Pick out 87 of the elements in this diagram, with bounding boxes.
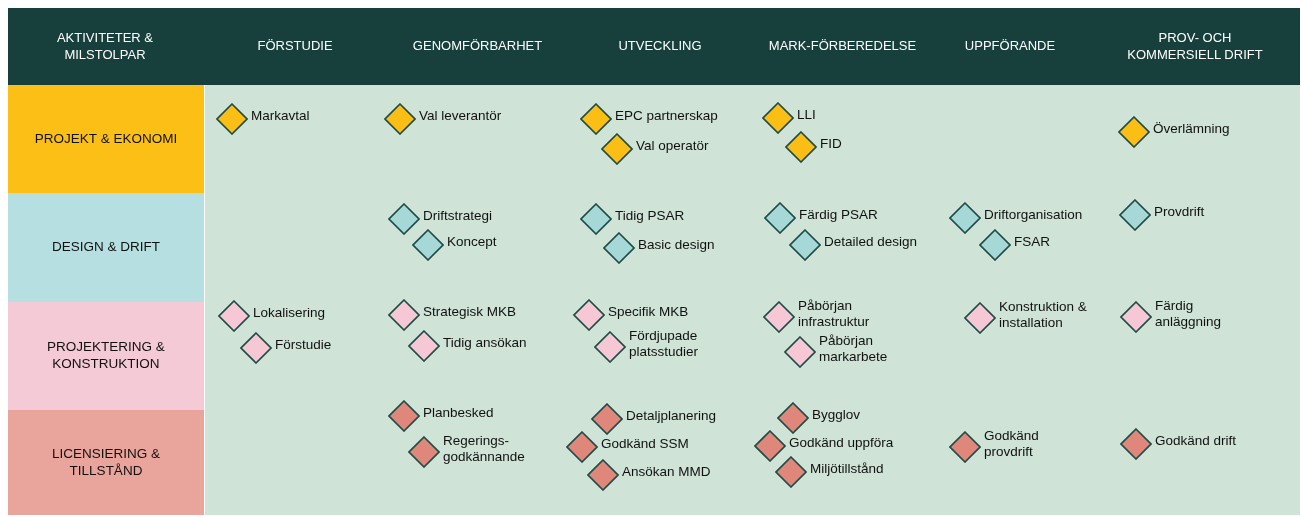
milestone-label: Driftstrategi xyxy=(423,208,493,224)
milestone-diamond xyxy=(754,430,786,462)
milestone-label: Godkänd SSM xyxy=(601,436,689,452)
milestone-label: Godkänd provdrift xyxy=(984,428,1040,460)
milestone-label: Regerings- godkännande xyxy=(443,433,526,465)
milestone-diamond xyxy=(580,203,612,235)
milestone-label: Koncept xyxy=(447,234,497,250)
milestone-label: Påbörjan markarbete xyxy=(819,333,889,365)
milestone-label: Detaljplanering xyxy=(626,408,717,424)
milestone-diamond xyxy=(784,336,816,368)
milestone-diamond xyxy=(764,202,796,234)
milestone-diamond xyxy=(601,133,633,165)
milestone-label: Detailed design xyxy=(824,234,918,250)
milestone-label: Påbörjan infrastruktur xyxy=(798,298,871,330)
milestone-label: Provdrift xyxy=(1154,204,1205,220)
milestone-label: Strategisk MKB xyxy=(423,304,517,320)
milestone-diamond xyxy=(388,299,420,331)
milestone-diamond xyxy=(591,403,623,435)
column-header: UPPFÖRANDE xyxy=(963,37,1057,56)
milestone-label: Förstudie xyxy=(275,337,332,353)
row-header xyxy=(8,302,204,410)
column-header: GENOMFÖRBARHET xyxy=(411,37,544,56)
column-header: UTVECKLING xyxy=(617,37,703,56)
milestone-diamond xyxy=(1120,301,1152,333)
milestone-label: Val operatör xyxy=(636,138,709,154)
milestone-label: Specifik MKB xyxy=(608,304,689,320)
milestone-diamond xyxy=(762,102,794,134)
milestone-label: Tidig ansökan xyxy=(443,335,527,351)
milestone-diamond xyxy=(412,229,444,261)
milestone-label: Markavtal xyxy=(251,108,310,124)
milestone-label: LLI xyxy=(797,107,816,123)
milestone-label: Driftorganisation xyxy=(984,207,1083,223)
milestone-diamond xyxy=(979,229,1011,261)
milestone-diamond xyxy=(218,300,250,332)
milestone-label: Godkänd drift xyxy=(1155,433,1237,449)
milestone-label: EPC partnerskap xyxy=(615,108,718,124)
milestone-diamond xyxy=(388,400,420,432)
milestone-label: Basic design xyxy=(638,237,715,253)
milestone-diamond xyxy=(949,202,981,234)
milestone-label: Överlämning xyxy=(1153,121,1230,137)
milestone-diamond xyxy=(580,103,612,135)
milestone-label: FID xyxy=(820,136,842,152)
milestone-label: Bygglov xyxy=(812,407,861,423)
column-header: FÖRSTUDIE xyxy=(256,37,334,56)
milestone-label: Lokalisering xyxy=(253,305,326,321)
milestone-diamond xyxy=(785,131,817,163)
row-header xyxy=(8,85,204,193)
milestone-diamond xyxy=(1119,199,1151,231)
milestone-diamond xyxy=(594,331,626,363)
milestone-label: Färdig anläggning xyxy=(1155,298,1223,330)
milestone-label: Planbesked xyxy=(423,405,494,421)
milestone-diamond xyxy=(789,229,821,261)
milestone-diamond xyxy=(777,402,809,434)
milestone-diamond xyxy=(566,431,598,463)
row-header xyxy=(8,410,204,515)
milestone-diamond xyxy=(603,232,635,264)
milestone-label: Ansökan MMD xyxy=(622,464,711,480)
milestone-diamond xyxy=(388,203,420,235)
milestone-diamond xyxy=(763,301,795,333)
milestone-diamond xyxy=(408,436,440,468)
milestone-label: Miljötillstånd xyxy=(810,461,884,477)
milestone-label: Konstruktion & installation xyxy=(999,299,1088,331)
milestone-diamond xyxy=(949,431,981,463)
column-header: MARK-FÖRBEREDELSE xyxy=(767,37,918,56)
milestone-diamond xyxy=(775,456,807,488)
milestone-diamond xyxy=(384,103,416,135)
milestone-label: Val leverantör xyxy=(419,108,502,124)
milestone-label: Godkänd uppföra xyxy=(789,435,894,451)
column-header: PROV- OCH KOMMERSIELL DRIFT xyxy=(1126,29,1264,64)
row-title: PROJEKT & EKONOMI xyxy=(34,130,178,148)
row-header xyxy=(8,193,204,302)
milestone-label: Fördjupade platsstudier xyxy=(629,328,700,360)
milestone-diamond xyxy=(216,103,248,135)
milestone-label: Tidig PSAR xyxy=(615,208,685,224)
row-title: LICENSIERING & TILLSTÅND xyxy=(51,445,161,480)
column-header: AKTIVITETER & MILSTOLPAR xyxy=(55,29,155,64)
milestone-diamond xyxy=(408,330,440,362)
milestone-diamond xyxy=(964,302,996,334)
milestone-diamond xyxy=(240,332,272,364)
milestone-diamond xyxy=(587,459,619,491)
milestone-label: FSAR xyxy=(1014,234,1050,250)
milestone-label: Färdig PSAR xyxy=(799,207,878,223)
milestone-diamond xyxy=(573,299,605,331)
row-title: PROJEKTERING & KONSTRUKTION xyxy=(46,339,166,373)
row-title: DESIGN & DRIFT xyxy=(52,239,160,256)
milestone-diamond xyxy=(1120,428,1152,460)
milestone-diamond xyxy=(1118,116,1150,148)
